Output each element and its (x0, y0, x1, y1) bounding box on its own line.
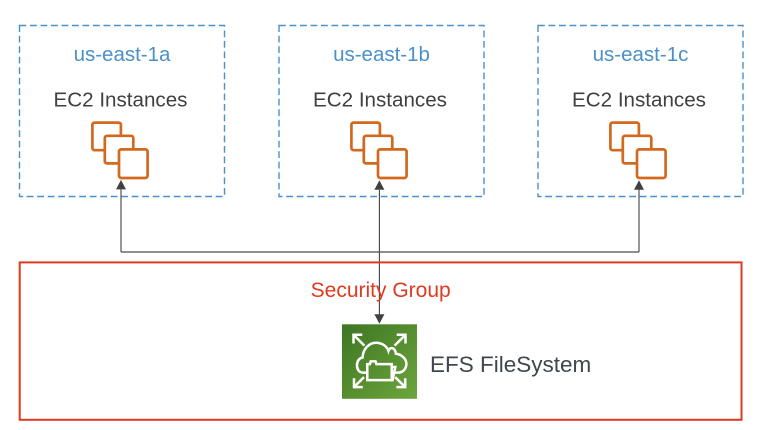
svg-text:us-east-1b: us-east-1b (333, 43, 430, 66)
svg-text:us-east-1a: us-east-1a (74, 43, 171, 66)
svg-text:EFS FileSystem: EFS FileSystem (430, 352, 591, 377)
svg-text:EC2 Instances: EC2 Instances (313, 88, 447, 111)
svg-text:EC2 Instances: EC2 Instances (54, 88, 188, 111)
svg-text:EC2 Instances: EC2 Instances (572, 88, 706, 111)
svg-text:Security Group: Security Group (311, 279, 451, 302)
svg-text:us-east-1c: us-east-1c (593, 43, 689, 66)
